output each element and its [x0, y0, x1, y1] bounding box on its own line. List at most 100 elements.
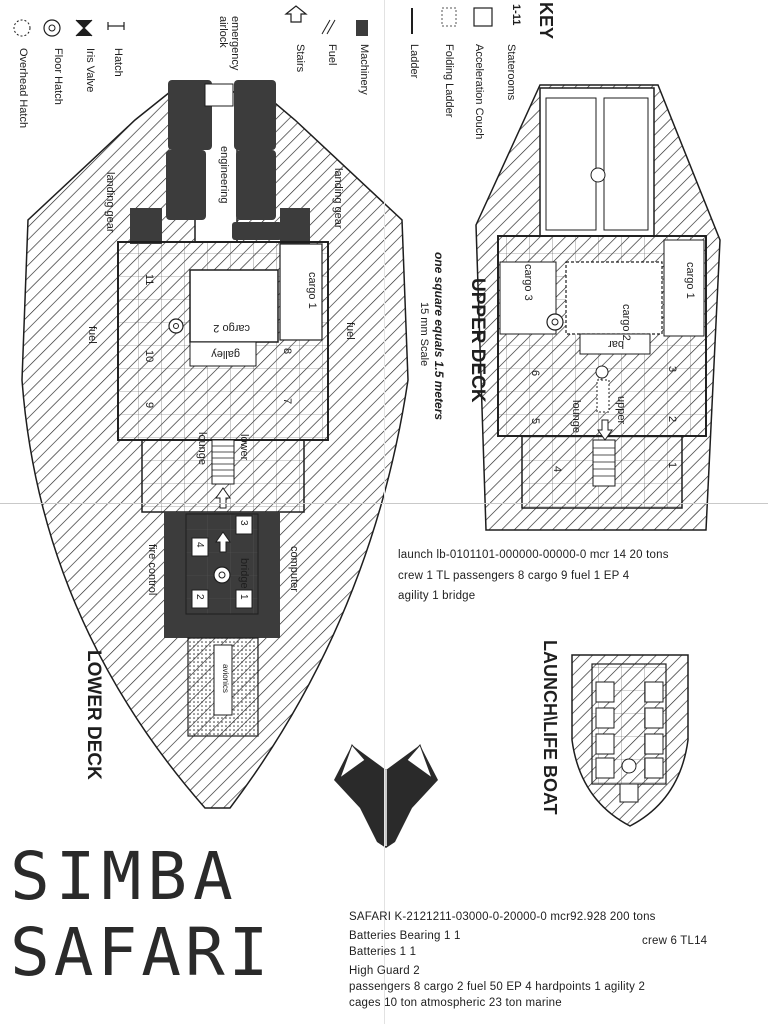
- fuel-left-label: fuel: [86, 326, 98, 344]
- lower-cargo2-area: [189, 269, 279, 343]
- lower-lounge-label: lounge: [196, 432, 208, 466]
- bridge-couch-1: [235, 589, 253, 609]
- lower-room-7: 7: [281, 398, 293, 405]
- lower-room-10: 10: [143, 350, 155, 363]
- landing-gear-left-block: [130, 208, 162, 244]
- fuel-right-label: fuel: [344, 322, 356, 340]
- upper-room-2: 2: [666, 416, 678, 423]
- lower-deck-title: LOWER DECK: [83, 650, 104, 780]
- scale-line2: 15 mm Scale: [418, 302, 430, 367]
- upper-lounge-label: lounge: [570, 400, 582, 434]
- lower-deck: [21, 80, 409, 809]
- hatch-icon: [107, 22, 125, 30]
- upper-stairs-arrow-icon: [597, 419, 613, 441]
- bridge-stairs-arrow-icon: [215, 531, 231, 553]
- folding-ladder-icon: [441, 7, 457, 27]
- key-emergency-airlock: emergency airlock: [217, 16, 241, 71]
- key-title: KEY: [536, 2, 556, 40]
- launch-lifeboat-plan: [571, 654, 689, 827]
- launch-couch: [595, 733, 615, 755]
- key-machinery: Machinery: [358, 44, 370, 95]
- key-ladder: Ladder: [408, 44, 420, 79]
- lower-cargo1-label: cargo 1: [306, 272, 318, 309]
- bridge-couch-2-label: 2: [194, 594, 205, 600]
- launch-stats-1: launch lb-0101101-000000-00000-0 mcr 14 …: [398, 549, 669, 561]
- lower-room-9: 9: [143, 402, 155, 409]
- launch-couch: [644, 757, 664, 779]
- machinery-left-1: [168, 80, 212, 150]
- upper-room-5: 5: [529, 418, 541, 425]
- fold-line-vertical: [384, 0, 385, 1024]
- galley-area: [189, 341, 257, 367]
- upper-cargo1-area: [663, 239, 705, 337]
- launch-couch: [595, 707, 615, 729]
- galley-label: galley: [211, 348, 240, 360]
- launch-couch: [619, 783, 639, 803]
- lower-stairs: [211, 439, 235, 485]
- lower-cargo1-area: [279, 243, 323, 341]
- launch-title: LAUNCH\LIFE BOAT: [540, 640, 560, 815]
- landing-gear-right-label: landing gear: [332, 168, 344, 229]
- landing-gear-right-block: [280, 208, 310, 244]
- landing-gear-left-label: landing gear: [104, 172, 116, 233]
- machinery-left-2: [166, 150, 206, 220]
- launch-stats-3: agility 1 bridge: [398, 590, 476, 602]
- key-symbols: [13, 5, 493, 37]
- lower-lower-label: lower: [238, 434, 250, 461]
- lower-floor-hatch-icon: [168, 318, 184, 334]
- avionics-label: avionics: [221, 664, 230, 693]
- key-staterooms-symbol: 1-11: [510, 4, 522, 26]
- lower-cargo2-label: cargo 2: [213, 322, 250, 334]
- acceleration-couch-icon: [473, 7, 493, 27]
- upper-stairs: [592, 439, 616, 487]
- folding-ladder: [596, 379, 610, 413]
- upper-room-1: 1: [666, 462, 678, 469]
- launch-couch: [644, 707, 664, 729]
- ship-title-line1: SIMBA: [10, 838, 239, 915]
- machinery-right-1: [234, 80, 276, 150]
- ship-crew: crew 6 TL14: [642, 935, 708, 947]
- key-staterooms: Staterooms: [505, 44, 517, 101]
- key-fuel: Fuel: [326, 44, 338, 66]
- launch-couch: [644, 733, 664, 755]
- simba-logo-icon: [334, 744, 438, 848]
- launch-couch: [644, 681, 664, 703]
- launch-stats-2: crew 1 TL passengers 8 cargo 9 fuel 1 EP…: [398, 570, 630, 582]
- fuel-icon: [321, 19, 336, 35]
- upper-floor-hatch-icon: [546, 313, 564, 331]
- upper-overhead-hatch-icon: [590, 167, 606, 183]
- upper-cargo1-label: cargo 1: [684, 262, 696, 299]
- upper-cargo2-area: [565, 261, 663, 335]
- ship-stats-1: SAFARI K-2121211-03000-0-20000-0 mcr92.9…: [349, 911, 656, 923]
- bar-area: [579, 333, 651, 355]
- upper-upper-label: upper: [615, 396, 627, 425]
- bridge-couch-4-label: 4: [194, 542, 205, 548]
- iris-valve-icon: [75, 19, 93, 37]
- launch-floor-hatch-icon: [621, 758, 637, 774]
- key-stairs: Stairs: [294, 44, 306, 73]
- lower-room-8: 8: [281, 348, 293, 355]
- key-acceleration-couch: Acceleration Couch: [473, 44, 485, 140]
- upper-cargo3-label: cargo 3: [522, 264, 534, 301]
- overhead-hatch-icon: [13, 19, 31, 37]
- ship-stats-5: passengers 8 cargo 2 fuel 50 EP 4 hardpo…: [349, 981, 646, 993]
- airlock: [204, 83, 234, 107]
- bridge-label: bridge: [238, 558, 250, 589]
- bridge-couch-4: [191, 537, 209, 557]
- upper-deck-title: UPPER DECK: [467, 278, 488, 403]
- key-overhead-hatch: Overhead Hatch: [17, 48, 29, 129]
- key-iris-valve: Iris Valve: [84, 48, 96, 93]
- upper-room-4: 4: [551, 466, 563, 473]
- computer-label: computer: [288, 546, 300, 592]
- machinery-right-2: [236, 150, 276, 220]
- ship-stats-2: Batteries Bearing 1 1: [349, 930, 461, 942]
- bar-label: bar: [608, 338, 624, 350]
- machinery-icon: [356, 20, 368, 36]
- bridge-couch-3-label: 3: [238, 520, 249, 526]
- key-floor-hatch: Floor Hatch: [52, 48, 64, 105]
- upper-room-3: 3: [666, 366, 678, 373]
- machinery-center: [232, 222, 282, 240]
- upper-deck: [475, 84, 721, 531]
- stairs-icon: [284, 5, 308, 23]
